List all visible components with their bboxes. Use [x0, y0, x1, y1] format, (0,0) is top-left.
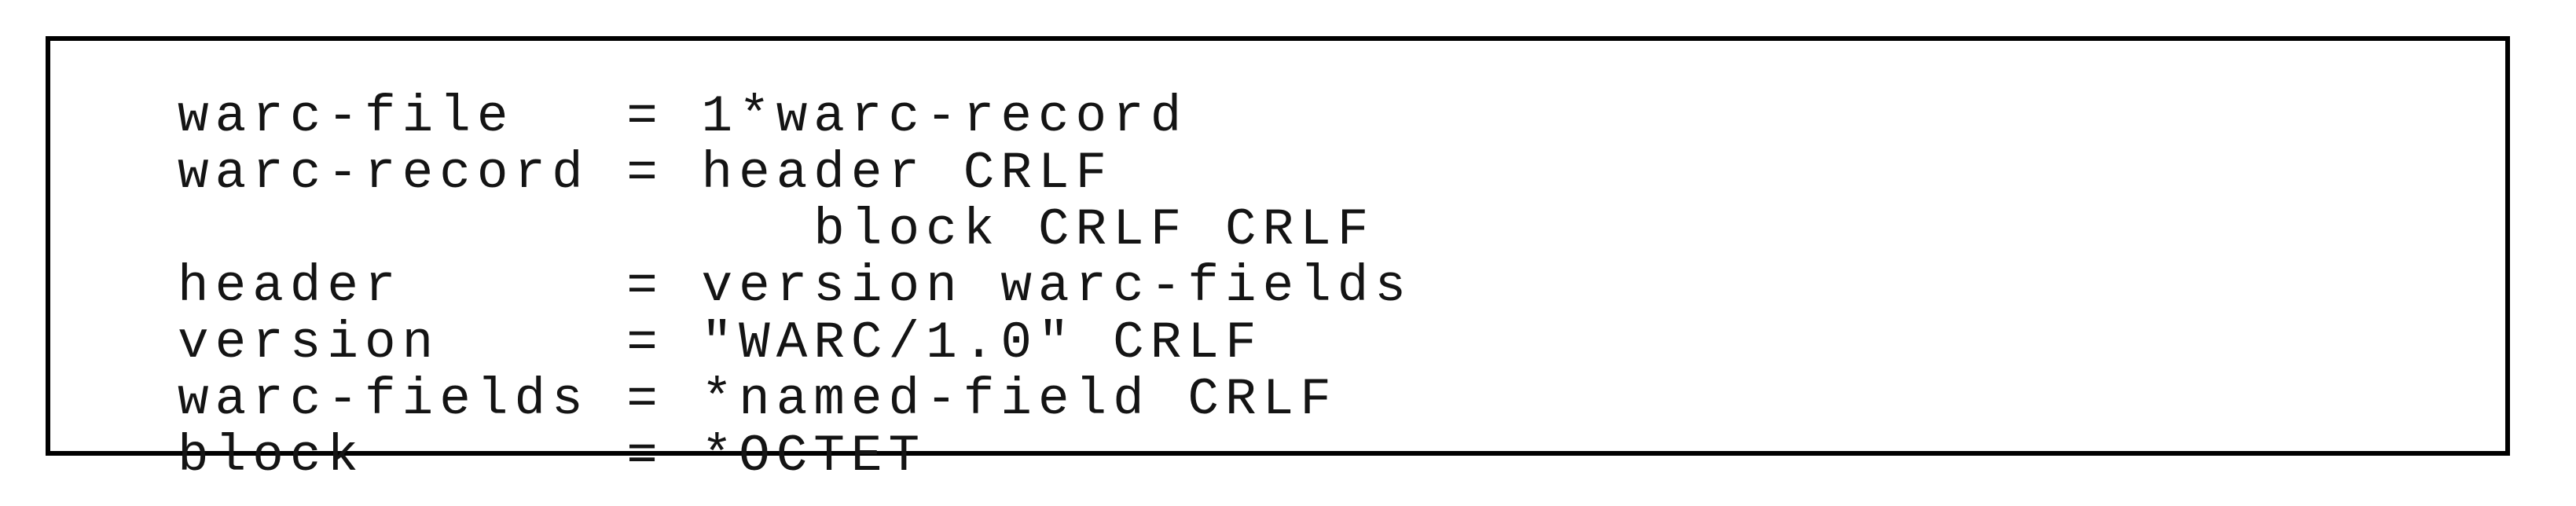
grammar-figure-box: warc-file = 1*warc-record warc-record = … [46, 36, 2510, 485]
warc-abnf-grammar-code: warc-file = 1*warc-record warc-record = … [178, 87, 1413, 486]
